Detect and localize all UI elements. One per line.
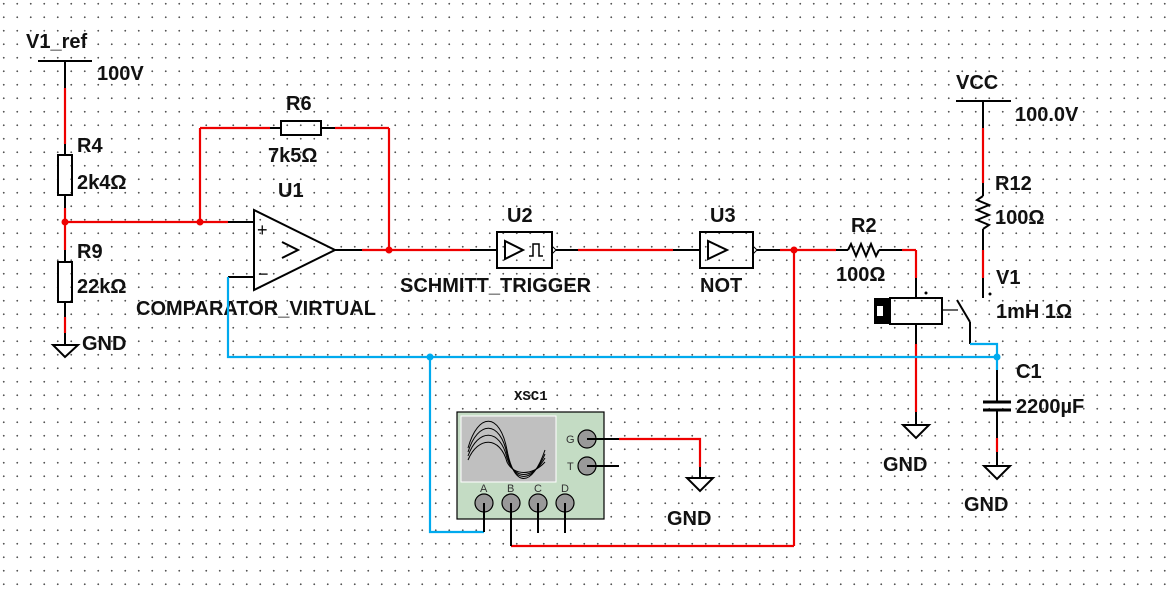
- v1-label: V1: [996, 267, 1020, 289]
- vcc-label: VCC: [956, 72, 998, 94]
- r4-value: 2k4Ω: [77, 172, 126, 194]
- gate-body: [496, 231, 553, 269]
- resistor-r4[interactable]: R4 2k4Ω: [57, 135, 126, 208]
- buffer-icon: [707, 239, 730, 261]
- junction: [61, 218, 69, 226]
- resistor-body: [280, 120, 322, 136]
- capacitor-c1[interactable]: C1 2200µF: [983, 361, 1084, 438]
- junction: [426, 353, 434, 361]
- buffer-icon: [504, 239, 526, 261]
- compare-glyph-icon: [281, 241, 301, 259]
- terminal-g-label: G: [566, 434, 575, 446]
- wire[interactable]: [226, 277, 997, 359]
- gnd-label: GND: [82, 333, 126, 355]
- r2-label: R2: [851, 215, 877, 237]
- switch-blade: [956, 299, 971, 323]
- v1-ref-source[interactable]: V1_ref 100V: [26, 31, 144, 88]
- wire[interactable]: [619, 437, 702, 467]
- resistor-body: [57, 154, 73, 196]
- relay-core-slot: [877, 306, 883, 316]
- scope-screen: [460, 415, 557, 483]
- v1-value: 1mH 1Ω: [996, 301, 1072, 323]
- minus-sign: −: [258, 264, 269, 284]
- terminal-t-label: T: [567, 461, 574, 473]
- ground-icon: [900, 424, 932, 440]
- r6-value: 7k5Ω: [268, 145, 317, 167]
- relay-v1[interactable]: V1 1mH 1Ω: [874, 267, 1072, 344]
- ground-symbol: GND: [883, 412, 932, 476]
- u1-model: COMPARATOR_VIRTUAL: [136, 298, 376, 320]
- comparator-body: [253, 208, 338, 292]
- r9-label: R9: [77, 241, 103, 263]
- polarity-dot: [988, 292, 992, 296]
- resistor-r6[interactable]: R6 7k5Ω: [268, 93, 335, 167]
- c1-label: C1: [1016, 361, 1042, 383]
- resistor-body: [57, 261, 73, 303]
- junction: [993, 353, 1001, 361]
- not-gate-u3[interactable]: U3 NOT: [673, 205, 780, 297]
- gnd-label: GND: [883, 454, 927, 476]
- plus-sign: +: [257, 220, 268, 240]
- wire[interactable]: [970, 342, 999, 370]
- resistor-r2[interactable]: R2 100Ω: [836, 215, 902, 286]
- gnd-label: GND: [964, 494, 1008, 516]
- vcc-source[interactable]: VCC 100.0V: [956, 72, 1079, 128]
- r4-label: R4: [77, 135, 103, 157]
- gnd-label: GND: [667, 508, 711, 530]
- resistor-r12[interactable]: R12 100Ω: [974, 173, 1044, 250]
- ground-icon: [50, 344, 81, 359]
- r6-label: R6: [286, 93, 312, 115]
- waveform-icon: [467, 420, 546, 479]
- relay-coil: [889, 297, 943, 325]
- gate-body: [699, 231, 754, 269]
- terminal-b-label: B: [507, 483, 514, 495]
- v1-ref-label: V1_ref: [26, 31, 87, 53]
- u2-label: U2: [507, 205, 533, 227]
- r12-value: 100Ω: [995, 207, 1044, 229]
- oscilloscope-xsc1[interactable]: XSC1 G T A B C D: [456, 389, 619, 546]
- comparator-u1[interactable]: + − U1 COMPARATOR_VIRTUAL: [136, 180, 376, 320]
- u3-model: NOT: [700, 275, 742, 297]
- ground-symbol: GND: [50, 333, 126, 359]
- ground-icon: [684, 477, 716, 493]
- terminal-d-label: D: [561, 483, 569, 495]
- ground-symbol: GND: [964, 452, 1013, 516]
- xsc1-label: XSC1: [514, 389, 548, 405]
- schmitt-trigger-u2[interactable]: U2 SCHMITT_TRIGGER: [400, 205, 592, 297]
- hysteresis-icon: [529, 243, 543, 257]
- junction: [385, 246, 393, 254]
- r12-label: R12: [995, 173, 1032, 195]
- ground-symbol: GND: [667, 467, 716, 530]
- terminal-c-label: C: [534, 483, 542, 495]
- v1-ref-value: 100V: [97, 63, 144, 85]
- resistor-zigzag: [847, 241, 880, 259]
- c1-value: 2200µF: [1016, 396, 1084, 418]
- r2-value: 100Ω: [836, 264, 885, 286]
- u3-label: U3: [710, 205, 736, 227]
- resistor-r9[interactable]: R9 22kΩ: [57, 241, 126, 317]
- r9-value: 22kΩ: [77, 276, 126, 298]
- terminal-a-label: A: [480, 483, 488, 495]
- wire[interactable]: [428, 357, 484, 534]
- resistor-zigzag: [974, 195, 992, 230]
- polarity-dot: [924, 291, 928, 295]
- u1-label: U1: [278, 180, 304, 202]
- u2-model: SCHMITT_TRIGGER: [400, 275, 592, 297]
- ground-icon: [981, 465, 1013, 481]
- vcc-value: 100.0V: [1015, 104, 1079, 126]
